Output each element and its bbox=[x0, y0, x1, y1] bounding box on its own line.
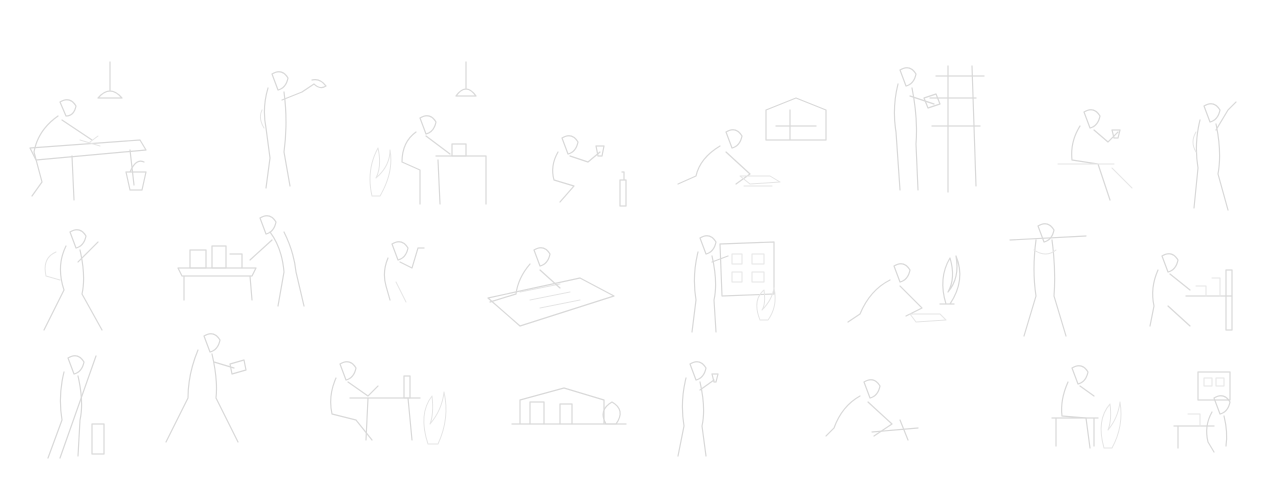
woman-leaning-over-table bbox=[177, 215, 305, 307]
woman-at-whiteboard bbox=[691, 235, 776, 333]
woman-kneeling-with-plant bbox=[847, 255, 961, 323]
woman-stretching-arms bbox=[1009, 223, 1087, 337]
woman-seated-at-bench bbox=[1051, 365, 1122, 449]
woman-drawing-on-board bbox=[487, 247, 615, 327]
woman-standing-holding-bird bbox=[259, 71, 327, 189]
woman-at-table-with-cup bbox=[330, 361, 447, 445]
woman-at-desk-with-frame bbox=[1173, 371, 1231, 453]
woman-walking-with-backpack bbox=[43, 229, 103, 331]
woman-at-easel bbox=[893, 65, 985, 193]
woman-with-walking-stick bbox=[47, 355, 105, 459]
woman-kneeling-with-ruler bbox=[825, 379, 919, 441]
woman-at-desk bbox=[369, 61, 487, 205]
woman-walking-reading bbox=[165, 333, 247, 443]
woman-seated-with-cup bbox=[1057, 109, 1133, 201]
woman-sitting-with-cup bbox=[552, 135, 627, 207]
woman-seated-at-desk bbox=[1149, 253, 1233, 331]
woman-kneeling-stacking bbox=[677, 97, 827, 187]
shelf-with-vases bbox=[511, 387, 627, 425]
woman-standing-with-glass bbox=[677, 361, 719, 457]
woman-seated-small bbox=[383, 241, 425, 303]
woman-standing-holding-brush bbox=[1192, 101, 1237, 211]
woman-drawing-at-table bbox=[29, 61, 147, 201]
